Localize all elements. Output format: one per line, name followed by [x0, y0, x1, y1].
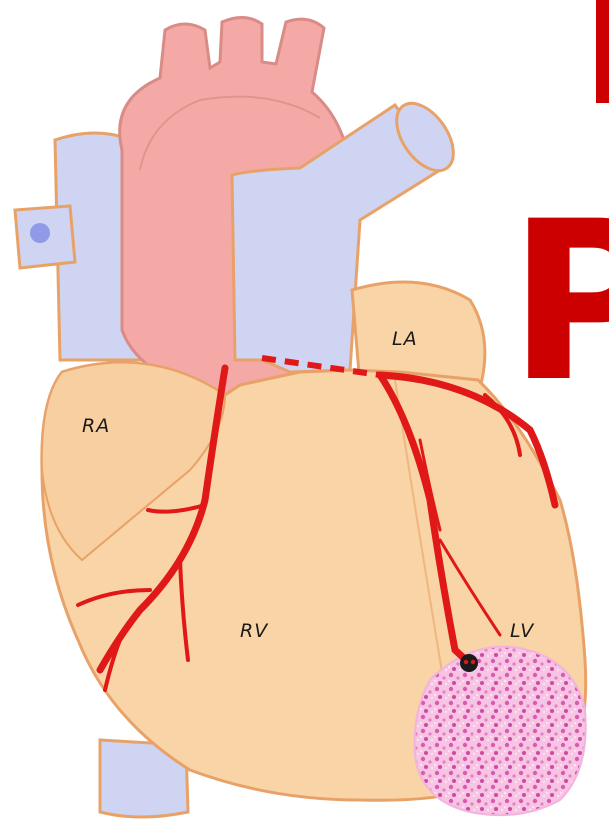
occlusion-dot-detail-right	[471, 660, 475, 664]
cropped-title-bar	[596, 0, 609, 103]
occlusion-dot-detail-left	[464, 660, 468, 664]
label-lv: LV	[510, 620, 535, 642]
label-ra: RA	[82, 415, 110, 437]
infarct-zone	[415, 647, 586, 815]
occlusion-dot-icon	[460, 654, 478, 672]
cropped-title-letter: P	[508, 174, 609, 430]
label-la: LA	[392, 328, 418, 350]
label-rv: RV	[240, 620, 269, 642]
vein-opening	[30, 223, 50, 243]
